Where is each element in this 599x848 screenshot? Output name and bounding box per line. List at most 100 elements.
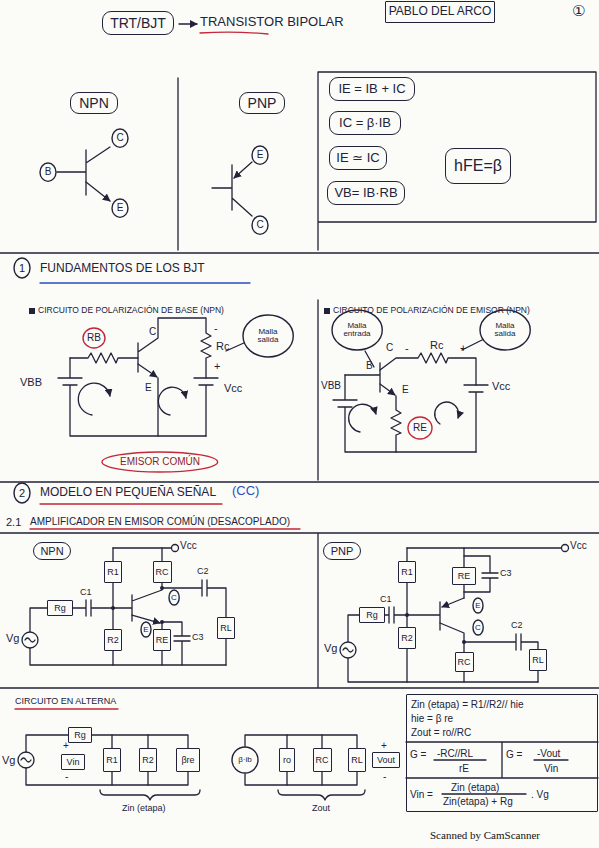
- node-text: RE: [413, 422, 427, 434]
- type-box: NPN: [70, 92, 118, 114]
- pin-circle: E: [140, 621, 152, 638]
- npn-amplifier-part: [113, 548, 162, 621]
- pnp-amplifier-part: [562, 545, 569, 552]
- header-art-part: [178, 72, 596, 250]
- resistor-callout: RB: [82, 327, 106, 349]
- node-text: RL: [220, 623, 232, 633]
- section-number: 2: [13, 482, 31, 504]
- formula-text: -Vout: [537, 748, 560, 760]
- resistor-box: RC: [153, 561, 172, 583]
- section-rules-part: [0, 252, 599, 253]
- formula-text: . Vg: [531, 789, 549, 801]
- pnp-amplifier-part: [407, 602, 440, 630]
- node-text: ro: [283, 755, 291, 765]
- base-bias-circuit-part: [58, 358, 206, 436]
- header-art-part: [200, 32, 268, 34]
- node-text: NPN: [79, 95, 109, 111]
- base-bias-circuit-part: [194, 378, 218, 436]
- resistor-label: Rc: [430, 339, 443, 352]
- formula-text: -RC//RL: [437, 748, 473, 760]
- formula-text: Vin =: [410, 789, 433, 801]
- node-text: R2: [107, 635, 119, 645]
- node-text: TRT/BJT: [110, 15, 166, 31]
- npn-amplifier-part: [160, 620, 164, 624]
- polarity-sign: -: [383, 771, 386, 783]
- resistor-box: RE: [452, 567, 476, 585]
- outline-ellipse: [141, 622, 151, 637]
- subsection-heading: CIRCUITO DE POLARIZACIÓN DE BASE (NPN): [38, 306, 224, 316]
- outline-ellipse: [243, 315, 293, 357]
- section-tag: (CC): [232, 484, 259, 499]
- emitter-bias-circuit-part: [464, 385, 488, 452]
- section-rules-part: [0, 300, 599, 482]
- pin-circle: C: [111, 128, 129, 148]
- node-text: RE: [156, 635, 169, 645]
- title-box: TRT/BJT: [102, 11, 174, 35]
- outline-ellipse: [112, 199, 128, 217]
- emitter-bias-circuit-part: [435, 402, 459, 424]
- resistor-box: Rg: [68, 727, 92, 743]
- outline-ellipse: [14, 483, 30, 503]
- node-text: IE = IB + IC: [338, 82, 405, 97]
- node-text: hFE=β: [454, 157, 502, 175]
- outline-ellipse: [332, 310, 382, 350]
- resistor-box: RE: [153, 629, 172, 651]
- resistor-box: R2: [398, 627, 416, 649]
- node-text: 2: [19, 487, 25, 500]
- emitter-bias-circuit: [333, 339, 488, 452]
- outline-ellipse: [40, 163, 56, 181]
- resistor-box: RL: [529, 649, 547, 671]
- outline-ellipse: [169, 590, 179, 605]
- source-label: VBB: [20, 376, 42, 389]
- outline-ellipse: [112, 129, 128, 147]
- pnp-amplifier-part: [343, 648, 353, 652]
- resistor-label: Rc: [216, 340, 229, 353]
- ac-equivalent-part: [18, 752, 34, 768]
- terminal-label: C: [386, 342, 393, 354]
- resistor-box: Rg: [47, 600, 73, 616]
- node-text: R1: [107, 567, 119, 577]
- resistor-box: ro: [279, 748, 295, 772]
- formula-text: G =: [410, 749, 426, 761]
- section-rules: [0, 253, 599, 709]
- node-text: B: [45, 166, 52, 178]
- terminal-label: E: [402, 384, 409, 396]
- ac-equivalent-part: [100, 790, 200, 800]
- ac-equivalent-part: [21, 758, 31, 762]
- npn-symbol: [57, 147, 110, 201]
- capacitor-label: C1: [80, 587, 92, 597]
- node-text: RL: [532, 655, 544, 665]
- outline-ellipse: [14, 258, 30, 278]
- type-box: NPN: [33, 542, 71, 560]
- node-text: IC = β·IB: [339, 116, 391, 131]
- section-heading: MODELO EN PEQUEÑA SEÑAL: [40, 486, 216, 500]
- outline-ellipse: [232, 747, 258, 773]
- resistor-callout: RE: [407, 416, 433, 440]
- section-number: 1: [13, 257, 31, 279]
- source-label: Vg: [6, 632, 19, 645]
- node-text: Malla entrada: [340, 322, 374, 339]
- supply-label: Vcc: [180, 540, 197, 552]
- node-text: Rg: [366, 610, 378, 620]
- node-text: R2: [401, 633, 413, 643]
- emitter-bias-circuit-part: [365, 339, 484, 367]
- outline-ellipse: [473, 598, 483, 613]
- node-text: Rg: [74, 730, 86, 740]
- node-text: C: [171, 593, 177, 602]
- node-text: C: [116, 132, 123, 144]
- ac-equivalent-part: [245, 735, 357, 785]
- formula-text: Zin(etapa) + Rg: [443, 796, 513, 808]
- pin-circle: E: [472, 597, 484, 614]
- pin-circle: C: [168, 589, 180, 606]
- npn-amplifier-part: [111, 606, 115, 610]
- node-text: Malla salida: [251, 328, 285, 345]
- npn-amplifier-part: [30, 608, 226, 665]
- node-text: VB= IB·RB: [334, 186, 397, 201]
- emitter-bias-circuit-part: [349, 404, 376, 432]
- outline-ellipse: [480, 310, 530, 350]
- npn-symbol-part: [86, 182, 110, 201]
- formula-box: hFE=β: [445, 148, 511, 184]
- node-text: RB: [87, 332, 101, 344]
- node-text: Vin: [67, 757, 80, 767]
